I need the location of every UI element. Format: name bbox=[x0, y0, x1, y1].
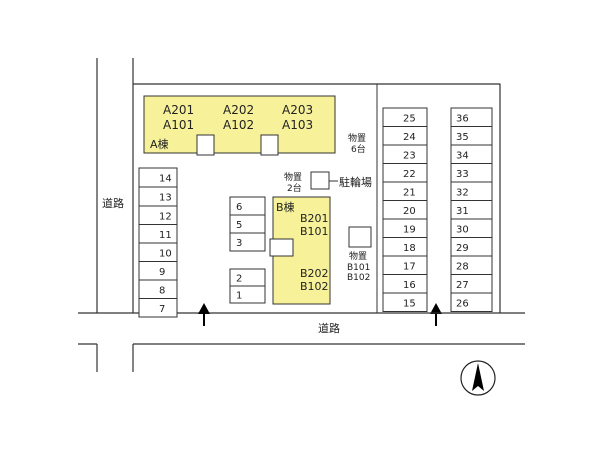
parking-space-number: 13 bbox=[159, 193, 172, 204]
parking-space-number: 22 bbox=[403, 169, 416, 180]
unit-A201: A201 bbox=[163, 103, 194, 117]
parking-space-number: 11 bbox=[159, 230, 172, 241]
building-a-stair-1 bbox=[196, 134, 215, 156]
road-label-left: 道路 bbox=[102, 196, 124, 210]
parking-space-number: 3 bbox=[236, 238, 242, 249]
parking-space-number: 17 bbox=[403, 261, 416, 272]
parking-space-number: 6 bbox=[236, 202, 242, 213]
parking-space-number: 29 bbox=[456, 243, 469, 254]
unit-B201: B201 bbox=[300, 212, 329, 225]
parking-space bbox=[382, 292, 428, 312]
building-a-stair-2 bbox=[260, 134, 279, 156]
parking-group-left-top: 14 13 bbox=[138, 167, 178, 207]
parking-space-number: 30 bbox=[456, 224, 469, 235]
north-compass-icon bbox=[460, 360, 496, 396]
road-label-bottom: 道路 bbox=[318, 321, 340, 335]
unit-A102: A102 bbox=[223, 118, 254, 132]
parking-space-number: 25 bbox=[403, 113, 416, 124]
storage-b-label-3: B102 bbox=[347, 273, 370, 283]
parking-space-number: 15 bbox=[403, 298, 416, 309]
parking-space-number: 31 bbox=[456, 206, 469, 217]
parking-space-number: 1 bbox=[236, 291, 242, 302]
parking-space bbox=[229, 285, 266, 304]
parking-space-number: 20 bbox=[403, 206, 416, 217]
unit-A103: A103 bbox=[282, 118, 313, 132]
storage-2-label-2: 2台 bbox=[287, 182, 302, 194]
unit-B101: B101 bbox=[300, 225, 329, 238]
bicycle-parking-label: 駐輪場 bbox=[339, 175, 372, 189]
entrance-arrow-left bbox=[198, 303, 210, 326]
parking-group-right-a: 25 24 23 22 21 20 19 18 17 16 15 bbox=[382, 107, 428, 312]
storage-6-label-1: 物置 bbox=[348, 132, 366, 144]
parking-space-number: 24 bbox=[403, 132, 416, 143]
parking-space-number: 26 bbox=[456, 298, 469, 309]
parking-group-mid-top: 6 5 3 bbox=[229, 196, 266, 252]
parking-space bbox=[450, 292, 493, 312]
parking-space-number: 8 bbox=[159, 285, 165, 296]
parking-space-number: 23 bbox=[403, 150, 416, 161]
unit-A203: A203 bbox=[282, 103, 313, 117]
parking-space bbox=[138, 298, 178, 318]
parking-space-number: 19 bbox=[403, 224, 416, 235]
storage-b-label-2: B101 bbox=[347, 263, 370, 273]
building-a: A201 A202 A203 A101 A102 A103 A棟 bbox=[143, 95, 336, 156]
parking-space-number: 18 bbox=[403, 243, 416, 254]
parking-space-number: 35 bbox=[456, 132, 469, 143]
unit-A101: A101 bbox=[163, 118, 194, 132]
parking-group-right-b: 36 35 34 33 32 31 30 29 28 27 26 bbox=[450, 107, 493, 312]
storage-2-label-1: 物置 bbox=[284, 171, 302, 183]
right-parking-lot bbox=[376, 83, 501, 314]
storage-6-label-2: 6台 bbox=[351, 143, 366, 155]
parking-space-number: 16 bbox=[403, 280, 416, 291]
building-a-label: A棟 bbox=[150, 137, 169, 151]
parking-space-number: 36 bbox=[456, 113, 469, 124]
parking-space bbox=[138, 279, 178, 299]
parking-space-number: 32 bbox=[456, 187, 469, 198]
parking-space-number: 10 bbox=[159, 248, 172, 259]
parking-space-number: 14 bbox=[159, 174, 172, 185]
parking-space-number: 34 bbox=[456, 150, 469, 161]
parking-space-number: 27 bbox=[456, 280, 469, 291]
storage-b-box bbox=[348, 226, 372, 248]
unit-B102: B102 bbox=[300, 280, 329, 293]
parking-space bbox=[229, 232, 266, 252]
parking-space bbox=[138, 261, 178, 281]
parking-space-number: 9 bbox=[159, 267, 165, 278]
parking-space-number: 7 bbox=[159, 304, 165, 315]
parking-space-number: 28 bbox=[456, 261, 469, 272]
building-b: B棟 B201 B101 B202 B102 bbox=[269, 196, 331, 305]
bicycle-parking-box bbox=[310, 171, 330, 190]
storage-b-label-1: 物置 bbox=[349, 250, 367, 262]
parking-space-number: 2 bbox=[236, 274, 242, 285]
parking-group-mid-bottom: 21 bbox=[229, 268, 266, 304]
entrance-arrow-right bbox=[430, 303, 442, 326]
parking-space-number: 21 bbox=[403, 187, 416, 198]
building-b-label: B棟 bbox=[276, 200, 295, 214]
parking-space-number: 33 bbox=[456, 169, 469, 180]
unit-B202: B202 bbox=[300, 267, 329, 280]
parking-group-left-bottom: 12 11 10 9 8 7 bbox=[138, 205, 178, 318]
parking-space-number: 12 bbox=[159, 211, 172, 222]
building-b-stair bbox=[269, 238, 294, 257]
unit-A202: A202 bbox=[223, 103, 254, 117]
parking-space-number: 5 bbox=[236, 220, 242, 231]
